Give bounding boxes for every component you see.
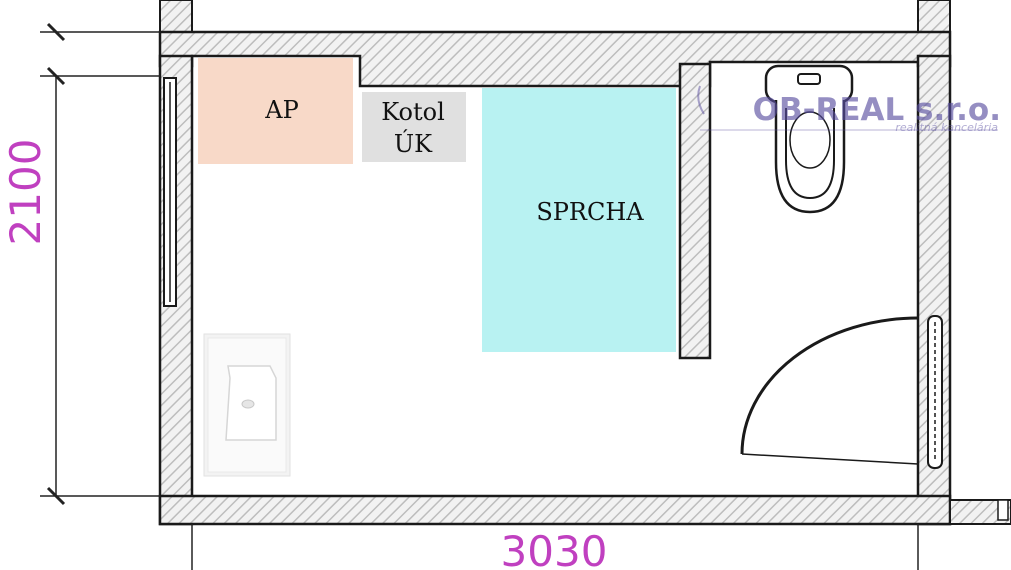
width-dimension-label: 3030	[501, 527, 608, 570]
sink-icon	[203, 333, 291, 477]
shower-zone	[482, 88, 676, 352]
right-window	[927, 315, 943, 469]
ap-label: AP	[264, 96, 298, 124]
shower-label: SPRCHA	[536, 198, 644, 226]
height-dimension-label: 2100	[1, 139, 50, 246]
watermark-logo: OB-REAL s.r.o. realitná kancelária	[697, 85, 1001, 134]
watermark-tagline: realitná kancelária	[895, 121, 998, 134]
door-swing	[740, 316, 919, 465]
toilet-icon	[764, 64, 854, 214]
bottom-wall	[158, 494, 1011, 526]
kotol-label-line1: Kotol	[381, 98, 445, 126]
upper-room-fragment	[159, 0, 951, 39]
kotol-label-line2: ÚK	[394, 129, 433, 158]
left-window	[163, 77, 177, 307]
kotol-zone	[362, 92, 466, 162]
ap-zone	[198, 58, 353, 164]
width-dimension-line	[191, 524, 919, 570]
partition-wall	[678, 62, 712, 360]
height-dimension-line	[40, 22, 160, 506]
watermark-brand: OB-REAL s.r.o.	[753, 92, 1001, 128]
